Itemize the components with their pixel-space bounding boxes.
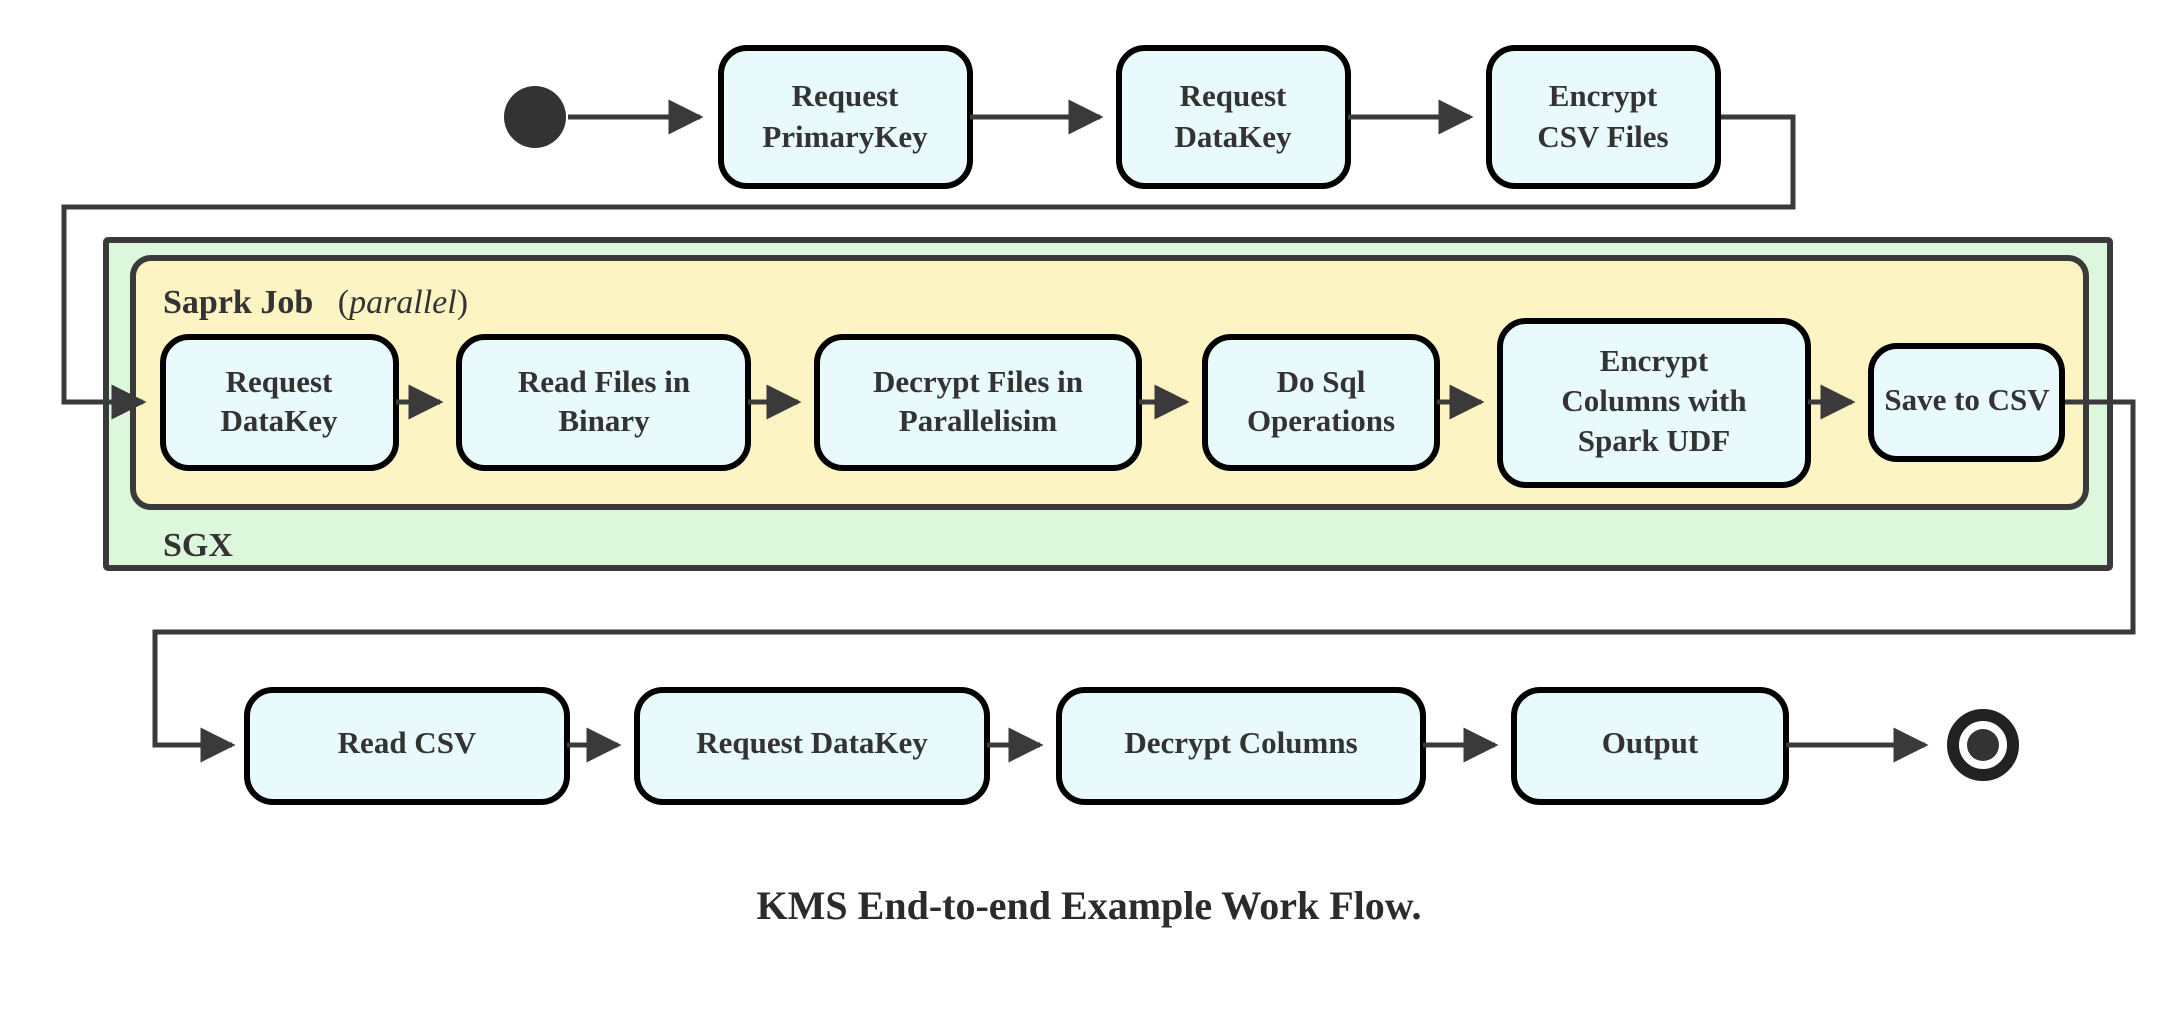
node-encrypt-columns-with-spark-udf-line-1: Encrypt: [1600, 343, 1709, 378]
node-request-primarykey-line-2: PrimaryKey: [762, 119, 928, 154]
node-decrypt-columns[interactable]: Decrypt Columns: [1056, 687, 1426, 805]
node-decrypt-columns-line-1: Decrypt Columns: [1124, 725, 1357, 760]
spark-job-label-italic: parallel: [347, 284, 457, 321]
node-request-primarykey[interactable]: Request PrimaryKey: [718, 45, 973, 189]
spark-job-label: Saprk Job (parallel): [163, 284, 468, 321]
node-do-sql-operations[interactable]: Do Sql Operations: [1202, 334, 1440, 471]
node-request-datakey-spark-line-1: Request: [226, 364, 333, 399]
node-request-datakey-top-line-2: DataKey: [1174, 119, 1292, 154]
node-do-sql-operations-line-1: Do Sql: [1277, 364, 1366, 399]
node-do-sql-operations-line-2: Operations: [1247, 403, 1395, 438]
node-read-csv[interactable]: Read CSV: [244, 687, 570, 805]
node-encrypt-columns-with-spark-udf-line-3: Spark UDF: [1578, 423, 1730, 458]
spark-job-paren-open: (: [338, 284, 349, 321]
node-read-files-in-binary-line-1: Read Files in: [518, 364, 690, 399]
node-save-to-csv-line-1: Save to CSV: [1884, 382, 2050, 417]
node-encrypt-csv-files[interactable]: Encrypt CSV Files: [1486, 45, 1721, 189]
node-encrypt-columns-with-spark-udf-line-2: Columns with: [1561, 383, 1746, 418]
node-read-files-in-binary[interactable]: Read Files in Binary: [456, 334, 751, 471]
spark-job-paren-close: ): [457, 284, 468, 321]
node-request-datakey-bottom[interactable]: Request DataKey: [634, 687, 990, 805]
node-encrypt-csv-files-line-1: Encrypt: [1549, 78, 1658, 113]
node-request-datakey-top-box[interactable]: [1116, 45, 1351, 189]
node-request-datakey-top-line-1: Request: [1180, 78, 1287, 113]
node-request-datakey-bottom-line-1: Request DataKey: [696, 725, 928, 760]
end-node-icon: [1947, 709, 2019, 781]
sgx-label: SGX: [163, 527, 233, 564]
node-save-to-csv[interactable]: Save to CSV: [1868, 343, 2065, 462]
node-decrypt-files-in-parallelisim-line-2: Parallelisim: [899, 403, 1058, 438]
node-request-primarykey-line-1: Request: [792, 78, 899, 113]
node-read-files-in-binary-line-2: Binary: [558, 403, 650, 438]
start-node-icon: [504, 86, 566, 148]
node-decrypt-files-in-parallelisim-line-1: Decrypt Files in: [873, 364, 1083, 399]
node-request-datakey-spark[interactable]: Request DataKey: [160, 334, 399, 471]
node-request-datakey-spark-line-2: DataKey: [220, 403, 338, 438]
node-decrypt-files-in-parallelisim[interactable]: Decrypt Files in Parallelisim: [814, 334, 1142, 471]
node-request-primarykey-box[interactable]: [718, 45, 973, 189]
node-read-csv-line-1: Read CSV: [338, 725, 477, 760]
diagram-caption: KMS End-to-end Example Work Flow.: [757, 883, 1422, 928]
node-encrypt-columns-with-spark-udf[interactable]: Encrypt Columns with Spark UDF: [1497, 318, 1811, 488]
node-encrypt-csv-files-line-2: CSV Files: [1537, 119, 1668, 154]
edge-save-csv-to-read-csv: [152, 399, 2136, 763]
node-output-line-1: Output: [1602, 725, 1699, 760]
node-encrypt-csv-files-box[interactable]: [1486, 45, 1721, 189]
node-save-to-csv-box[interactable]: [1868, 343, 2065, 462]
node-request-datakey-top[interactable]: Request DataKey: [1116, 45, 1351, 189]
spark-job-label-bold: Saprk Job: [163, 284, 313, 321]
edge-encrypt-csv-to-spark: [61, 114, 1796, 420]
node-output[interactable]: Output: [1511, 687, 1789, 805]
